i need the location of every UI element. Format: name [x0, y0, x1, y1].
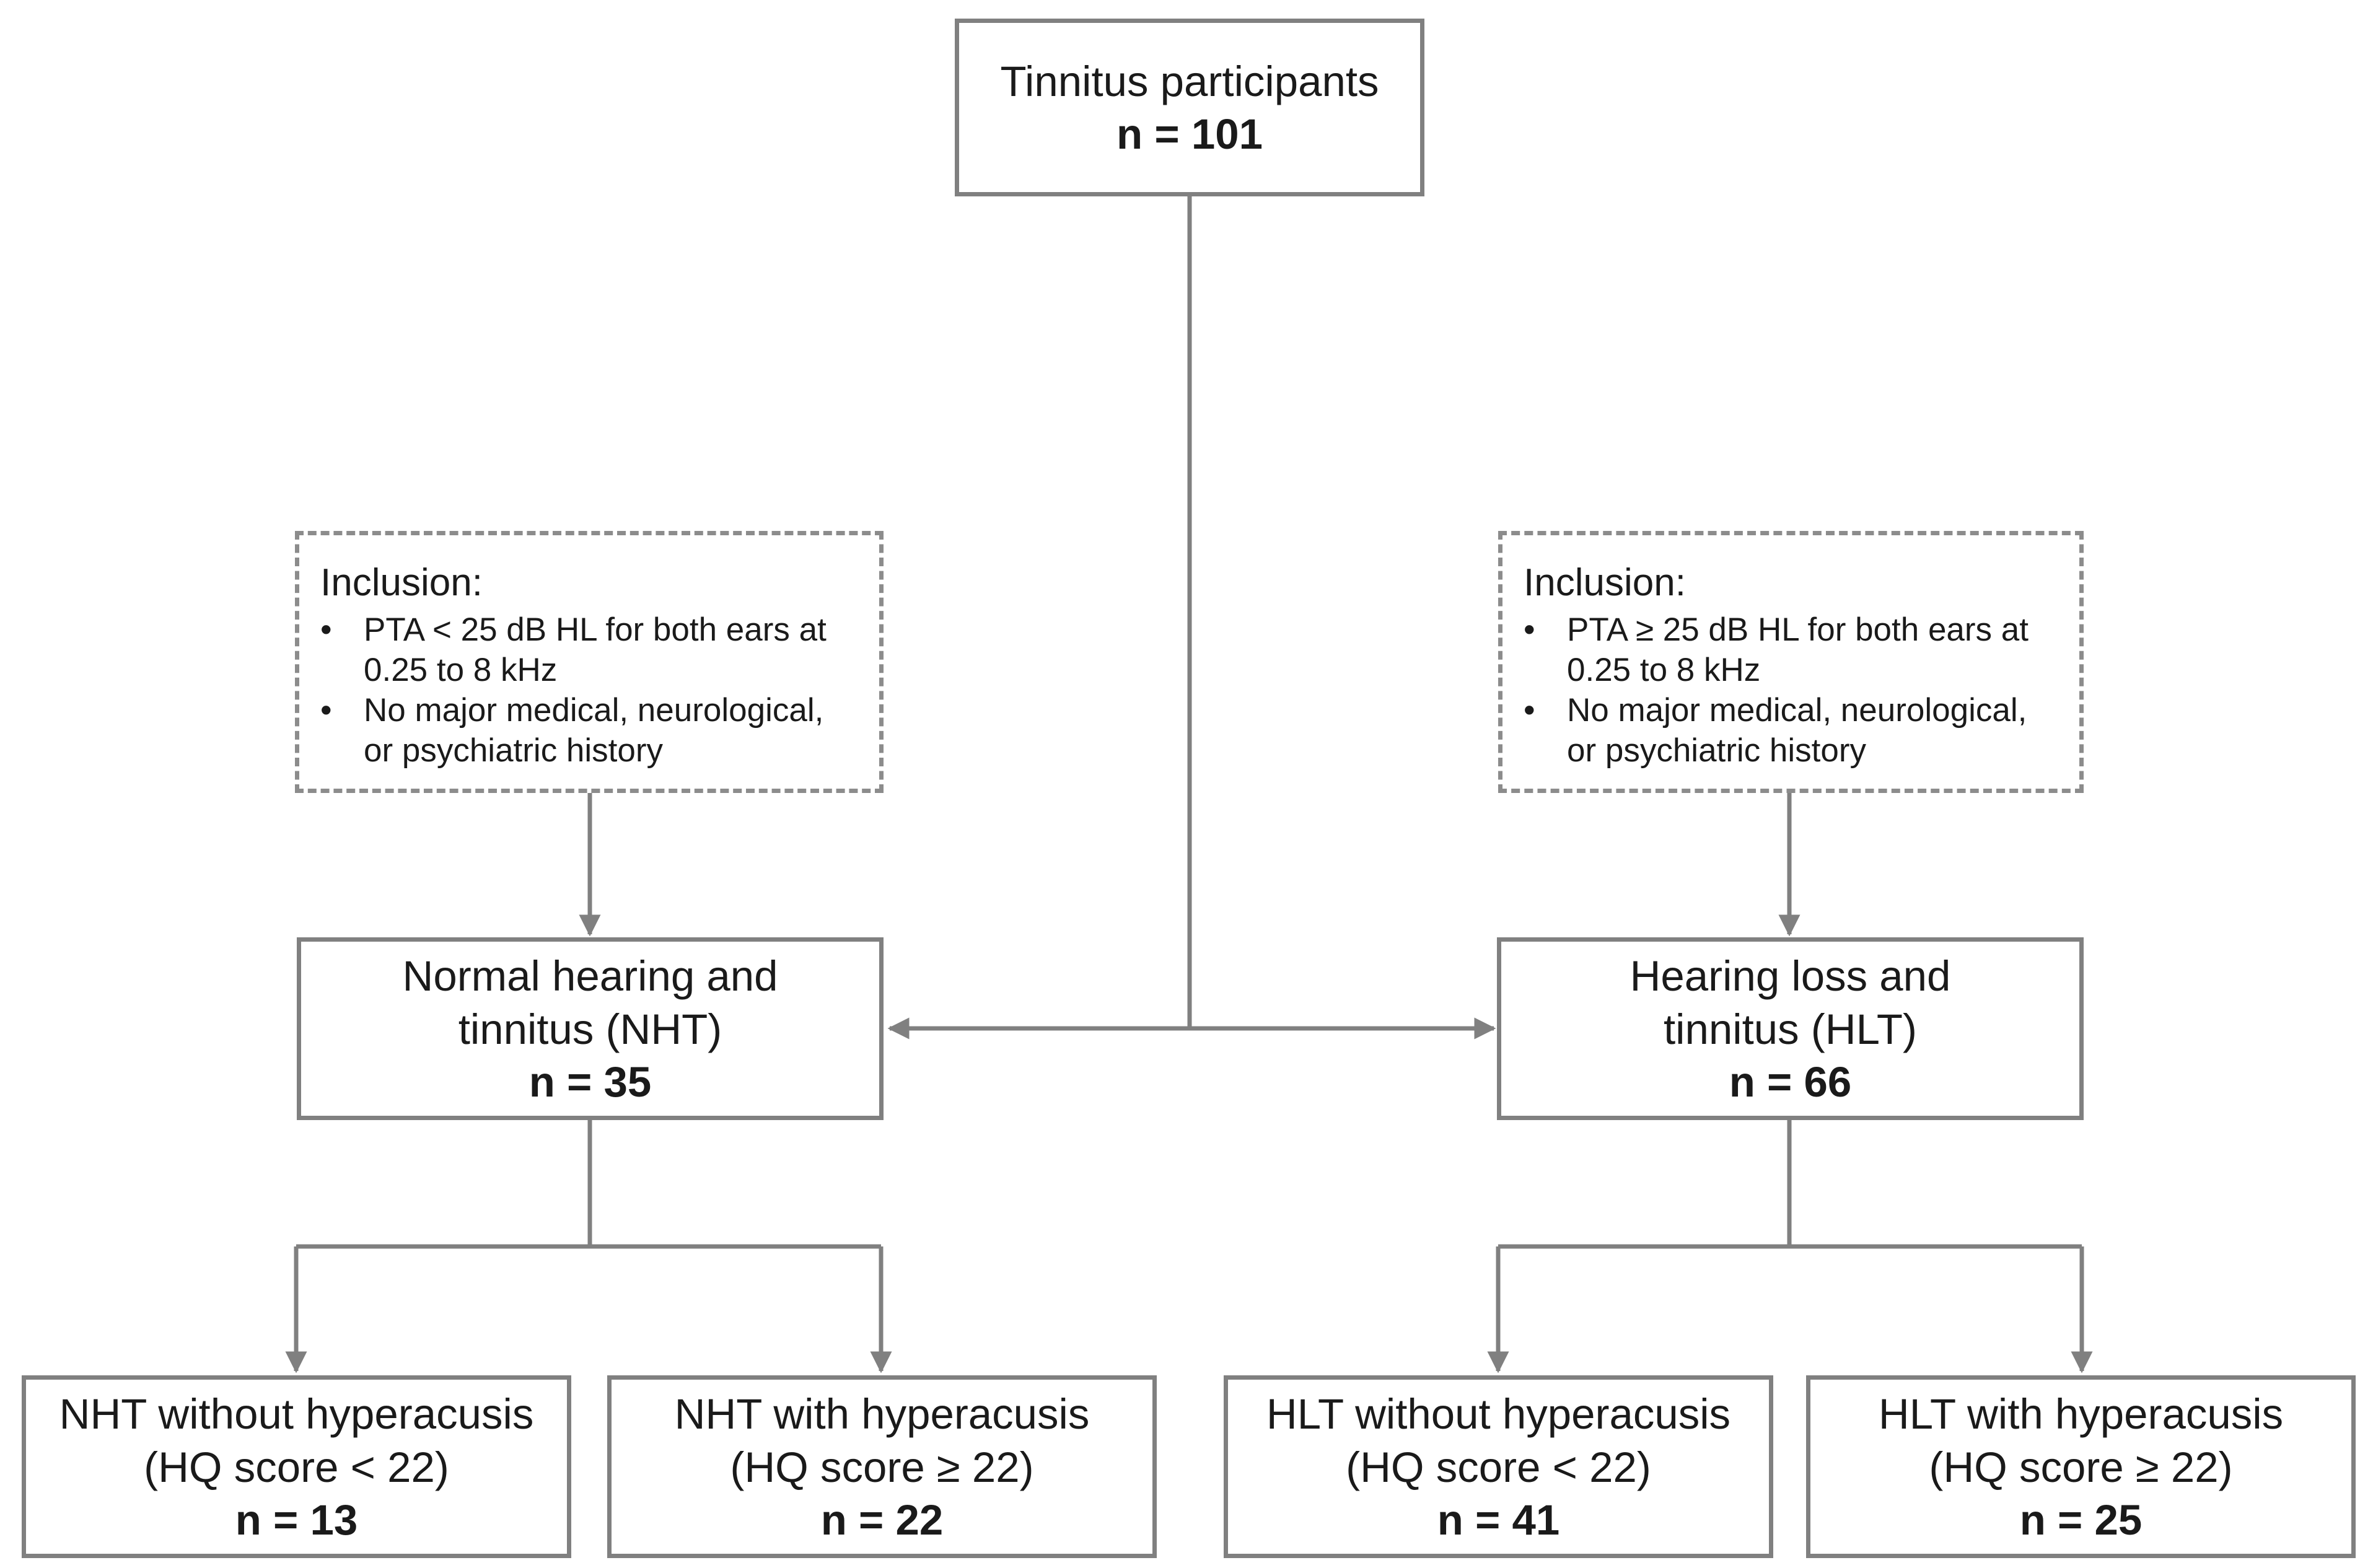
inclusion-criteria-left: Inclusion: • PTA < 25 dB HL for both ear… [295, 531, 884, 793]
hlt-label-line2: tinnitus (HLT) [1664, 1005, 1917, 1053]
hlt-count: n = 66 [1729, 1058, 1852, 1106]
root-label: Tinnitus participants [1000, 57, 1379, 105]
nht-without-count: n = 13 [235, 1496, 358, 1544]
inclusion-criteria-right: Inclusion: • PTA ≥ 25 dB HL for both ear… [1498, 531, 2084, 793]
hlt-with-hyperacusis-box: HLT with hyperacusis (HQ score ≥ 22) n =… [1806, 1375, 2356, 1558]
nht-without-label-line1: NHT without hyperacusis [59, 1390, 534, 1438]
inclusion-item-line: PTA < 25 dB HL for both ears at [364, 611, 827, 648]
inclusion-item-line: or psychiatric history [364, 732, 664, 769]
nht-group-box: Normal hearing and tinnitus (NHT) n = 35 [297, 937, 884, 1120]
hlt-group-box: Hearing loss and tinnitus (HLT) n = 66 [1497, 937, 2084, 1120]
hlt-without-label-line2: (HQ score < 22) [1346, 1443, 1651, 1491]
inclusion-item-line: No major medical, neurological, [364, 692, 824, 729]
inclusion-item-line: 0.25 to 8 kHz [1567, 652, 1761, 688]
bullet-icon: • [320, 611, 332, 648]
hlt-without-count: n = 41 [1437, 1496, 1560, 1544]
nht-without-hyperacusis-box: NHT without hyperacusis (HQ score < 22) … [22, 1375, 571, 1558]
bullet-icon: • [320, 692, 332, 729]
root-count: n = 101 [1116, 110, 1263, 158]
inclusion-heading: Inclusion: [320, 561, 483, 604]
hlt-with-label-line1: HLT with hyperacusis [1878, 1390, 2284, 1438]
inclusion-item: • No major medical, neurological, or psy… [320, 690, 861, 771]
nht-label-line2: tinnitus (NHT) [458, 1005, 722, 1053]
nht-with-hyperacusis-box: NHT with hyperacusis (HQ score ≥ 22) n =… [607, 1375, 1157, 1558]
inclusion-item-line: PTA ≥ 25 dB HL for both ears at [1567, 611, 2029, 648]
nht-label-line1: Normal hearing and [402, 952, 778, 1000]
hlt-with-count: n = 25 [2019, 1496, 2143, 1544]
hlt-without-label-line1: HLT without hyperacusis [1266, 1390, 1731, 1438]
inclusion-item: • PTA < 25 dB HL for both ears at 0.25 t… [320, 610, 861, 690]
inclusion-item: • No major medical, neurological, or psy… [1524, 690, 2061, 771]
inclusion-heading: Inclusion: [1524, 561, 1686, 604]
bullet-icon: • [1524, 692, 1535, 729]
inclusion-list: • PTA ≥ 25 dB HL for both ears at 0.25 t… [1524, 610, 2061, 771]
inclusion-list: • PTA < 25 dB HL for both ears at 0.25 t… [320, 610, 861, 771]
inclusion-item: • PTA ≥ 25 dB HL for both ears at 0.25 t… [1524, 610, 2061, 690]
nht-with-label-line2: (HQ score ≥ 22) [730, 1443, 1034, 1491]
hlt-label-line1: Hearing loss and [1630, 952, 1951, 1000]
bullet-icon: • [1524, 611, 1535, 648]
nht-count: n = 35 [529, 1058, 652, 1106]
hlt-without-hyperacusis-box: HLT without hyperacusis (HQ score < 22) … [1224, 1375, 1773, 1558]
inclusion-item-line: or psychiatric history [1567, 732, 1867, 769]
nht-without-label-line2: (HQ score < 22) [144, 1443, 449, 1491]
hlt-with-label-line2: (HQ score ≥ 22) [1929, 1443, 2233, 1491]
nht-with-count: n = 22 [820, 1496, 944, 1544]
nht-with-label-line1: NHT with hyperacusis [674, 1390, 1090, 1438]
inclusion-item-line: 0.25 to 8 kHz [364, 652, 558, 688]
inclusion-item-line: No major medical, neurological, [1567, 692, 2027, 729]
root-box: Tinnitus participants n = 101 [955, 19, 1424, 196]
